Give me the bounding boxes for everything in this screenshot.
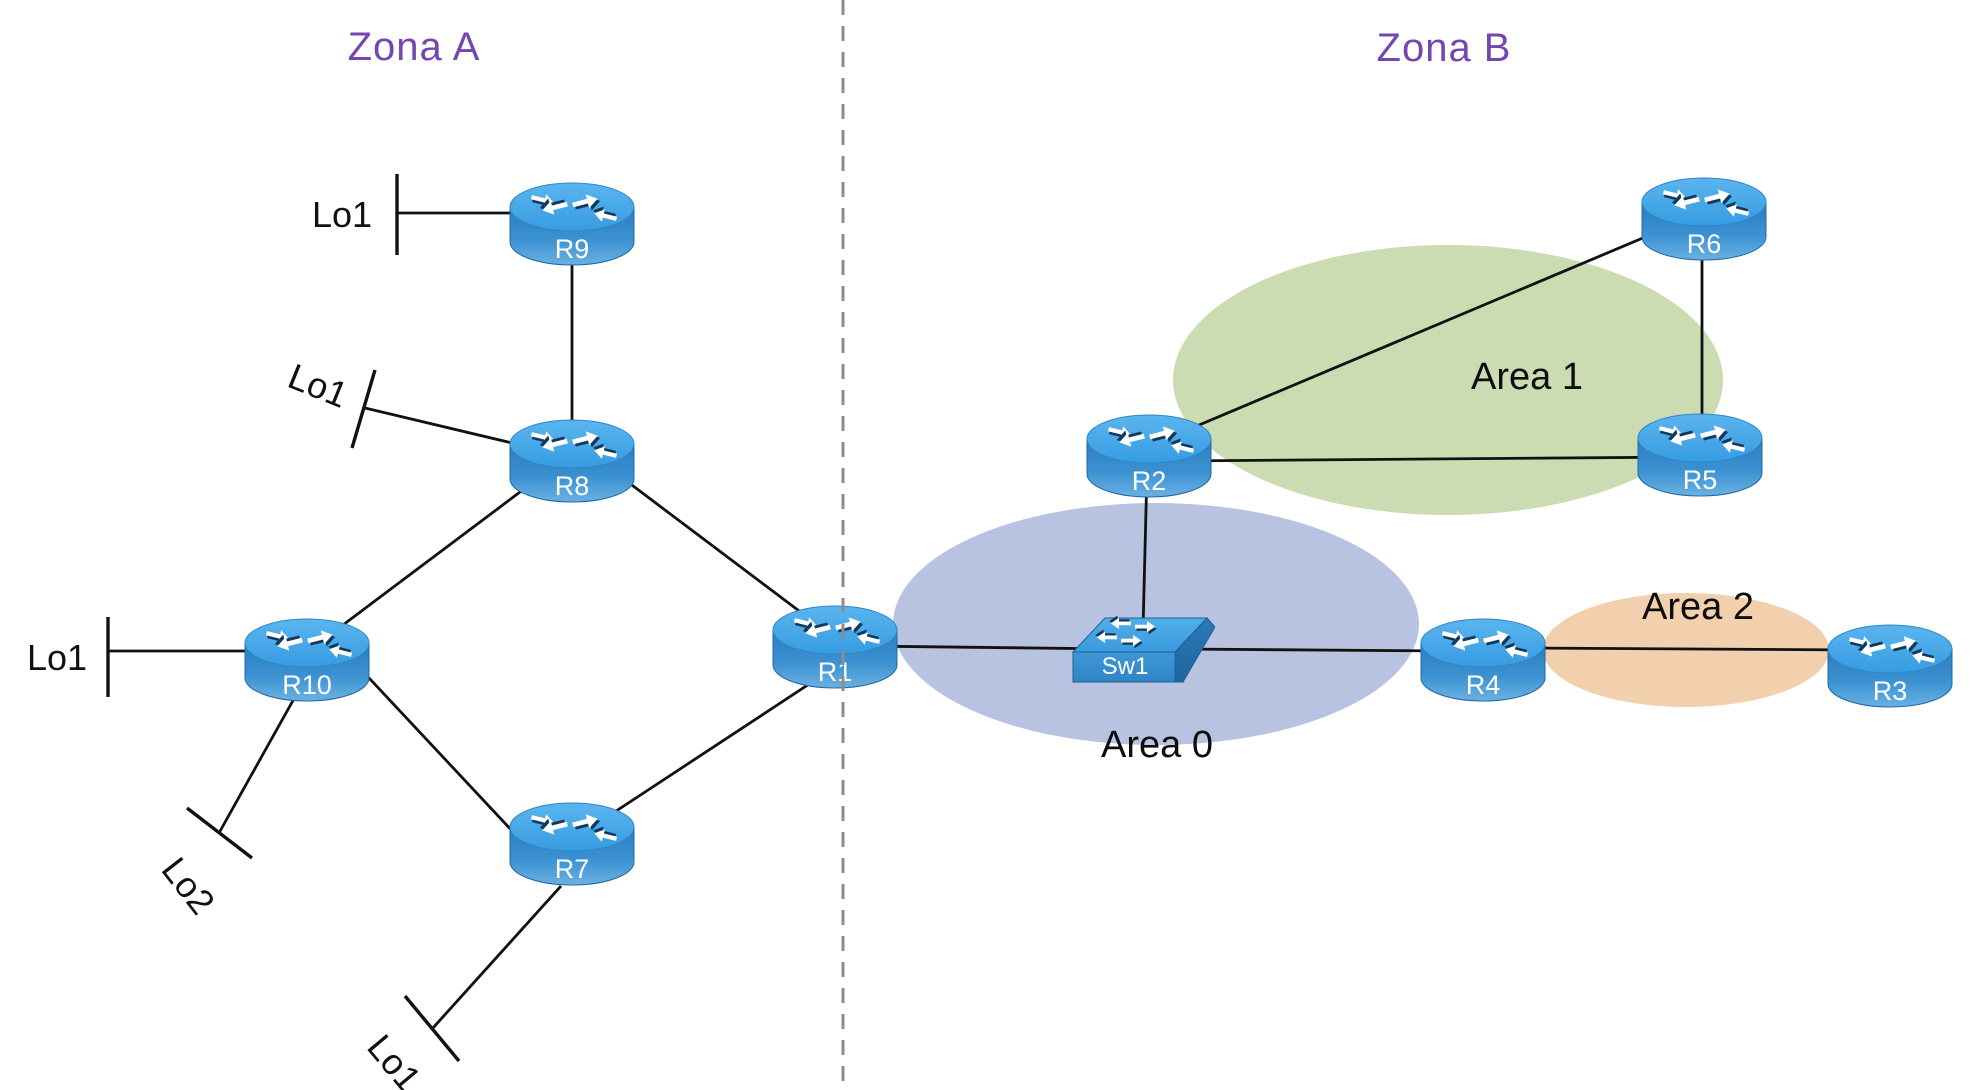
link-r10-lo2 <box>217 678 307 834</box>
link-r2-r6 <box>1172 214 1696 438</box>
node-r4-router-icon: R4 <box>1420 618 1546 704</box>
node-r8-router-icon: R8 <box>509 419 635 505</box>
node-r7-router-icon: R7 <box>509 802 635 888</box>
router-label: R3 <box>1873 676 1908 706</box>
router-label: R8 <box>555 471 590 501</box>
node-r5-router-icon: R5 <box>1637 413 1763 499</box>
router-label: R4 <box>1466 670 1501 700</box>
node-r9-router-icon: R9 <box>509 182 635 268</box>
router-label: R7 <box>555 854 590 884</box>
node-r10-router-icon: R10 <box>244 618 370 704</box>
lo2-r10-tick <box>185 806 254 860</box>
router-label: R9 <box>555 234 590 264</box>
node-sw1-switch-icon: Sw1 <box>1065 610 1215 692</box>
area-1-ellipse <box>1173 245 1723 515</box>
node-r1-router-icon: R1 <box>772 605 898 691</box>
lo1-r7-tick <box>403 994 461 1063</box>
router-label: R6 <box>1687 229 1722 259</box>
link-r4-r3 <box>1519 646 1861 652</box>
node-r6-router-icon: R6 <box>1641 177 1767 263</box>
router-label: R2 <box>1132 466 1167 496</box>
link-r2-r5 <box>1169 455 1691 463</box>
router-label: R1 <box>818 657 853 687</box>
link-r7-lo1 <box>430 885 563 1030</box>
link-sw1-r4 <box>1179 647 1451 653</box>
node-r3-router-icon: R3 <box>1827 624 1953 710</box>
node-r2-router-icon: R2 <box>1086 414 1212 500</box>
router-label: R5 <box>1683 465 1718 495</box>
lo1-r8-tick <box>350 369 377 449</box>
switch-label: Sw1 <box>1102 653 1149 680</box>
router-label: R10 <box>282 670 332 700</box>
